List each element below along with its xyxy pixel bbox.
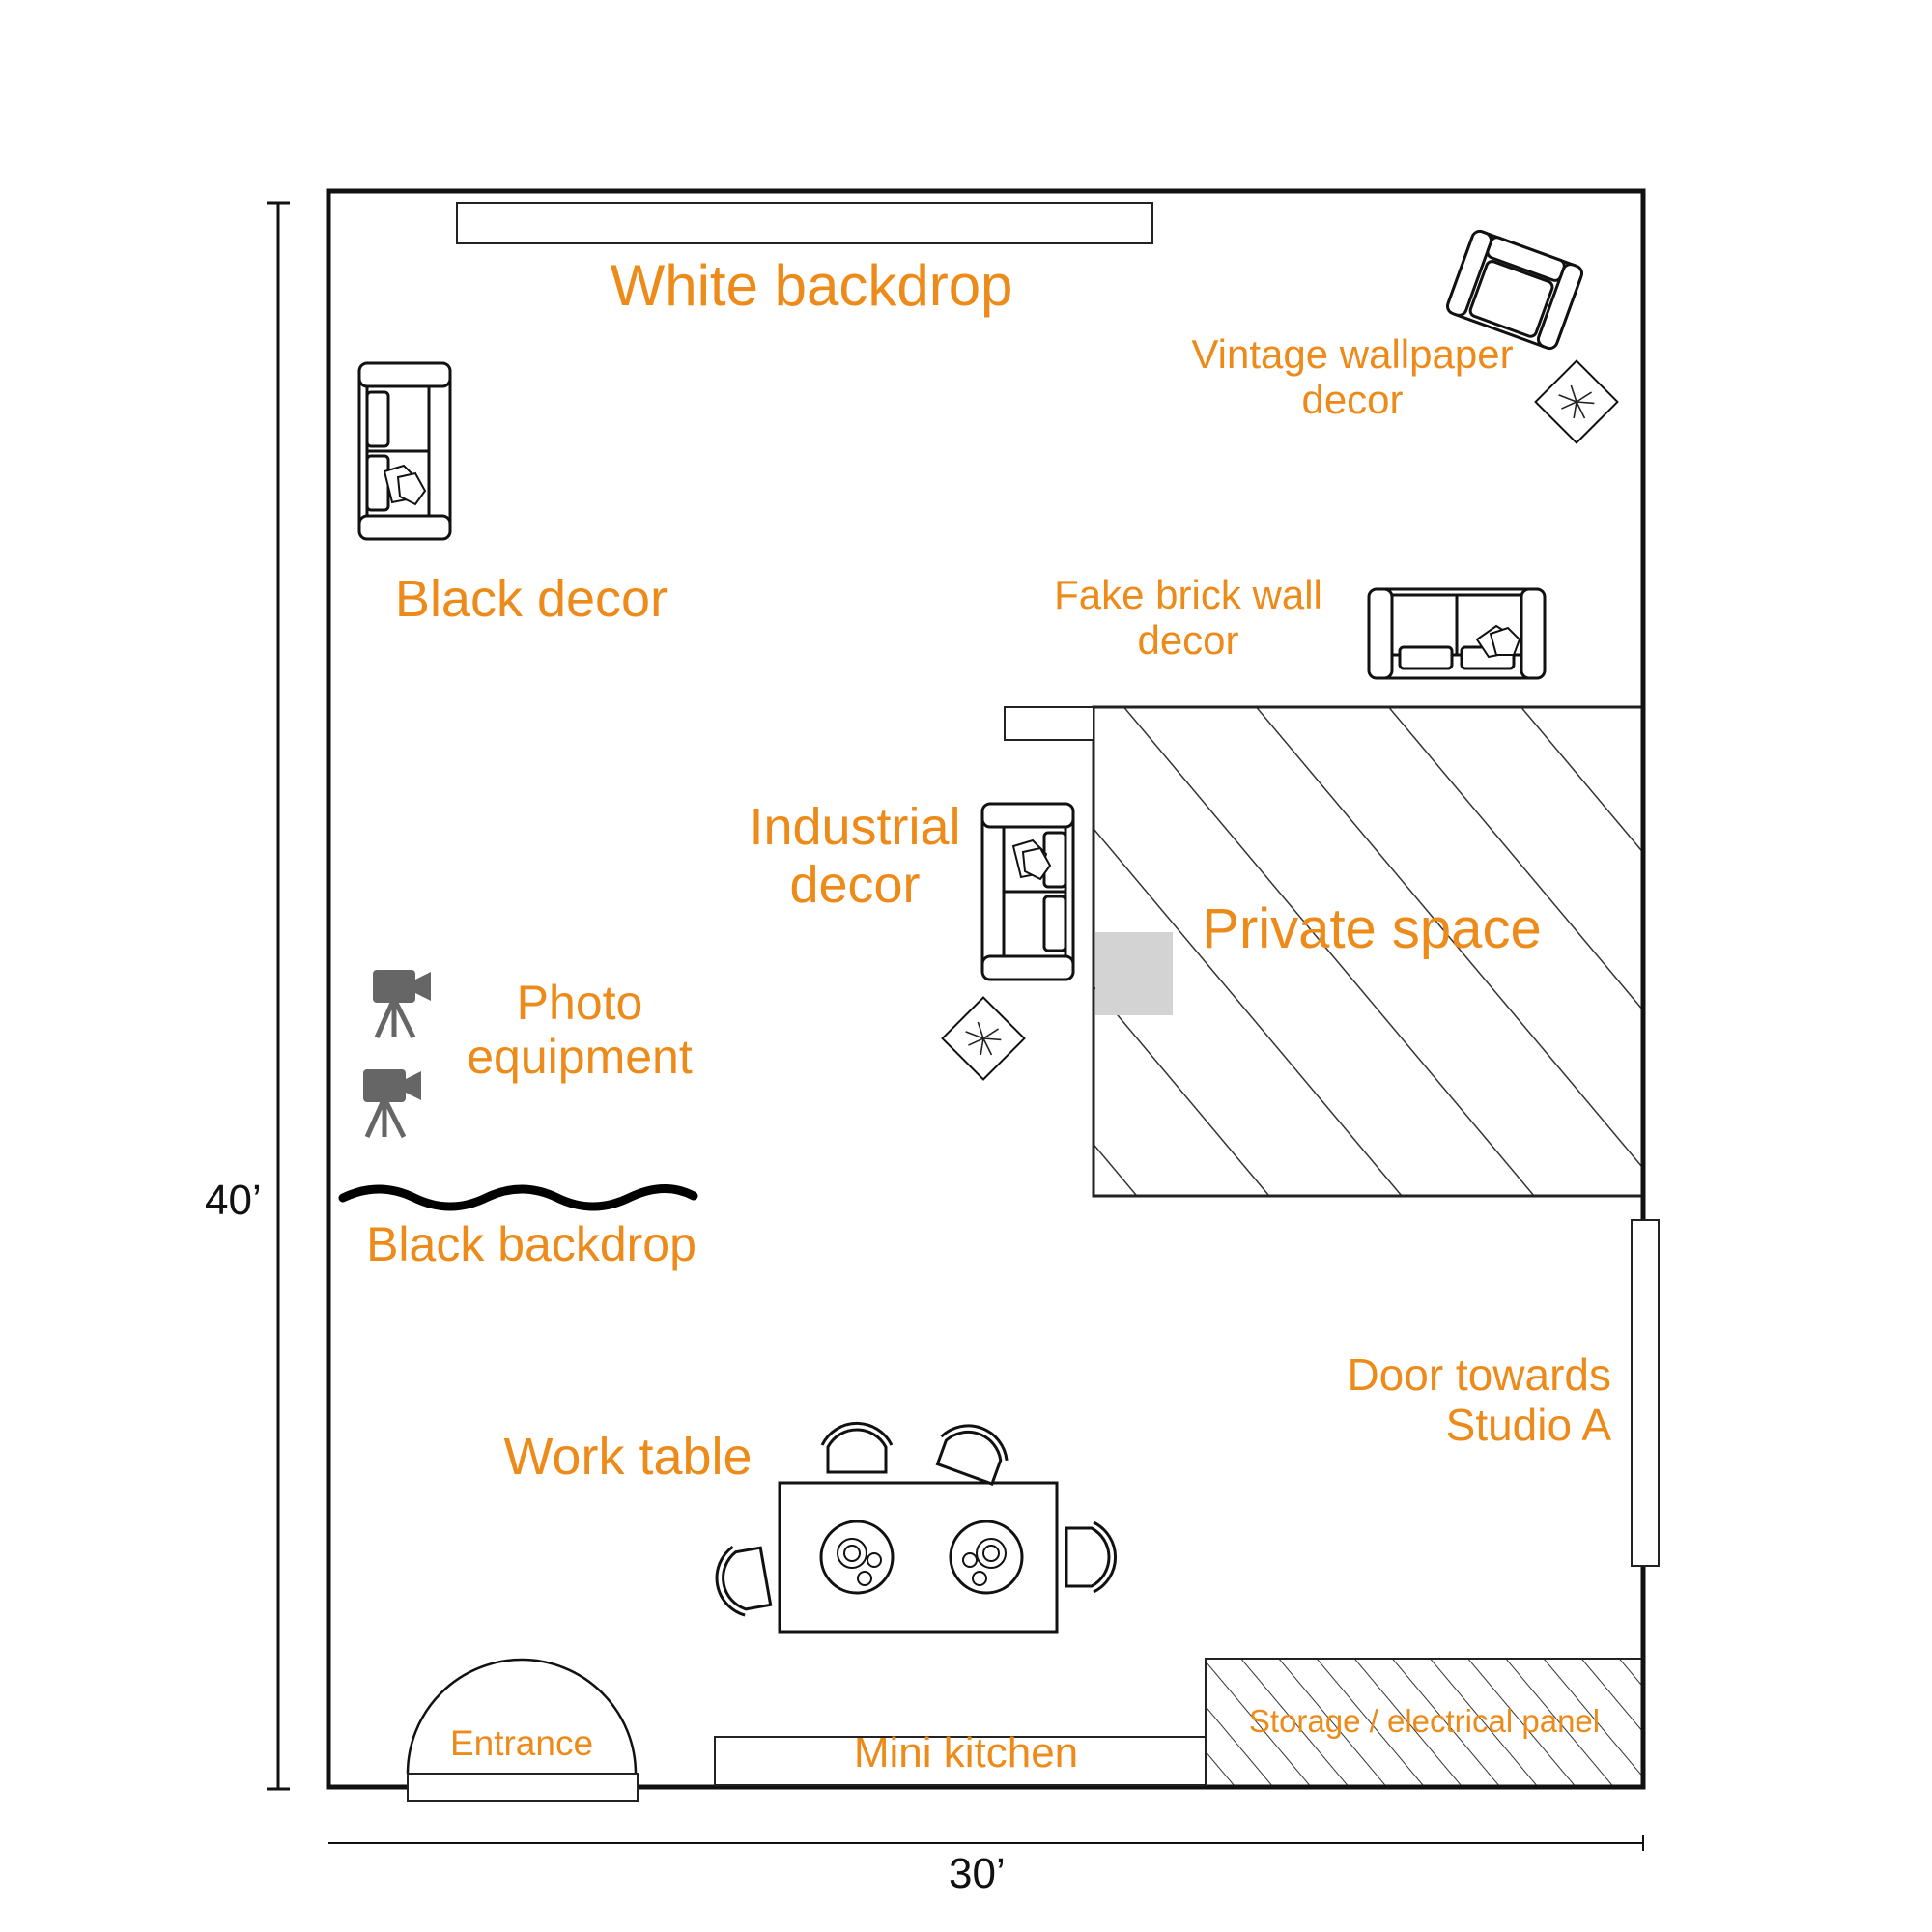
plant-icon (1534, 359, 1619, 444)
black-backdrop (338, 1183, 698, 1211)
outer-wall (326, 188, 1646, 1790)
photo-equipment-label: Photo equipment (467, 976, 693, 1084)
height-dimension-line (267, 201, 290, 1791)
width-dimension-label: 30’ (949, 1850, 1006, 1897)
black-decor-label: Black decor (394, 570, 668, 628)
chair-icon (1065, 1520, 1117, 1594)
fake-brick-label: Fake brick wall decor (1054, 572, 1322, 664)
entrance-door (406, 1658, 639, 1802)
door-studio-a (1631, 1219, 1660, 1567)
chair-icon (820, 1422, 894, 1474)
door-studio-a-label: Door towards Studio A (1347, 1350, 1611, 1450)
sofa-icon (1367, 587, 1547, 680)
door-arc-icon (406, 1658, 638, 1775)
table-icon (778, 1481, 1059, 1634)
camera-icon (373, 970, 431, 1039)
entrance-label: Entrance (449, 1723, 594, 1763)
chair-icon (935, 1424, 1009, 1487)
black-backdrop-label: Black backdrop (366, 1217, 696, 1271)
camera-icon (363, 1069, 421, 1139)
armchair-icon (1445, 229, 1584, 351)
private-space-area (1092, 705, 1645, 1198)
sofa-icon (980, 802, 1075, 981)
mini-kitchen-counter (714, 1736, 1207, 1786)
private-space-label: Private space (1202, 897, 1542, 960)
sofa-icon (357, 361, 452, 541)
industrial-decor-label: Industrial decor (749, 798, 961, 915)
plant-icon (941, 996, 1026, 1081)
work-table-label: Work table (503, 1428, 753, 1486)
private-space-grey-block (1095, 932, 1173, 1015)
height-dimension-label: 40’ (205, 1177, 262, 1224)
storage-label: Storage / electrical panel (1248, 1703, 1601, 1739)
private-space-shelf (1004, 706, 1094, 741)
mini-kitchen-label: Mini kitchen (853, 1729, 1079, 1776)
storage-area (1205, 1658, 1644, 1788)
chair-icon (715, 1545, 773, 1617)
white-backdrop (456, 202, 1153, 244)
vintage-wallpaper-label: Vintage wallpaper decor (1191, 331, 1514, 423)
width-dimension-line (328, 1835, 1644, 1851)
white-backdrop-label: White backdrop (610, 253, 1013, 318)
